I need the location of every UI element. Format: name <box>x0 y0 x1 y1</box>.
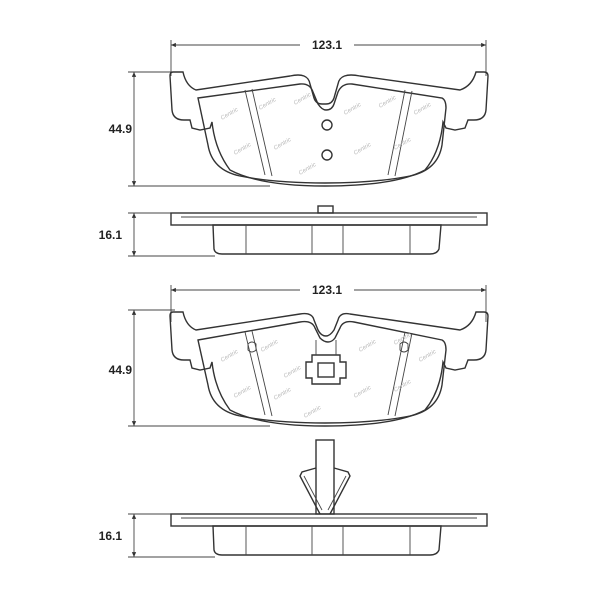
watermark-text: Centric <box>220 107 239 122</box>
pad-1-width-label: 123.1 <box>312 38 342 52</box>
lug-right <box>399 341 409 353</box>
side-friction-material <box>212 525 442 556</box>
slot-left-2 <box>251 330 273 417</box>
slot-left <box>244 89 266 176</box>
watermark-text: Centric <box>343 102 362 117</box>
pad-1-thickness-label: 16.1 <box>99 228 123 242</box>
watermark-text: Centric <box>273 137 292 152</box>
watermark-text: Centric <box>273 387 292 402</box>
pad-2-side-view: 16.1 <box>99 439 488 558</box>
watermark-text: Centric <box>220 349 239 364</box>
watermark-text: Centric <box>283 365 302 380</box>
side-tab <box>317 205 334 214</box>
slot-right-2 <box>394 90 413 177</box>
slot-left-2 <box>251 88 273 177</box>
watermark-text: Centric <box>258 97 277 112</box>
watermark-text: Centric <box>298 162 317 177</box>
side-friction-material <box>212 224 442 255</box>
backing-plate <box>169 311 489 427</box>
pad-2-front-view: 123.1 44.9 Centric Centric Centric Centr… <box>109 282 489 427</box>
watermark-text: Centric <box>260 339 279 354</box>
watermark-text: Centric <box>418 349 437 364</box>
slot-right <box>387 89 406 176</box>
watermark-text: Centric <box>353 385 372 400</box>
slot-right-2 <box>394 332 413 417</box>
friction-material <box>197 83 447 184</box>
rivet-upper <box>321 119 333 131</box>
lug-left <box>247 341 257 353</box>
pad-1-front-view: 123.1 44.9 Centric Centric Centric Centr… <box>109 37 489 187</box>
rivet-lower <box>321 149 333 161</box>
watermark-text: Centric <box>413 102 432 117</box>
pad-2-thickness-label: 16.1 <box>99 529 123 543</box>
pad-2-height-label: 44.9 <box>109 363 133 377</box>
watermark-text: Centric <box>358 339 377 354</box>
watermark-text: Centric <box>303 405 322 420</box>
watermark-text: Centric <box>233 385 252 400</box>
pad-1-side-view: 16.1 <box>99 205 488 257</box>
slot-right <box>387 331 406 416</box>
side-backing-plate <box>170 212 488 226</box>
watermark-text: Centric <box>378 95 397 110</box>
side-sensor-clip <box>299 439 351 515</box>
pad-1-height-label: 44.9 <box>109 122 133 136</box>
watermark-text: Centric <box>353 142 372 157</box>
watermark-text: Centric <box>393 379 412 394</box>
wear-sensor-clip <box>305 340 347 385</box>
watermark-text: Centric <box>293 92 312 107</box>
watermark-text: Centric <box>233 142 252 157</box>
friction-material <box>197 320 447 424</box>
pad-2-width-label: 123.1 <box>312 283 342 297</box>
side-backing-plate <box>170 513 488 527</box>
